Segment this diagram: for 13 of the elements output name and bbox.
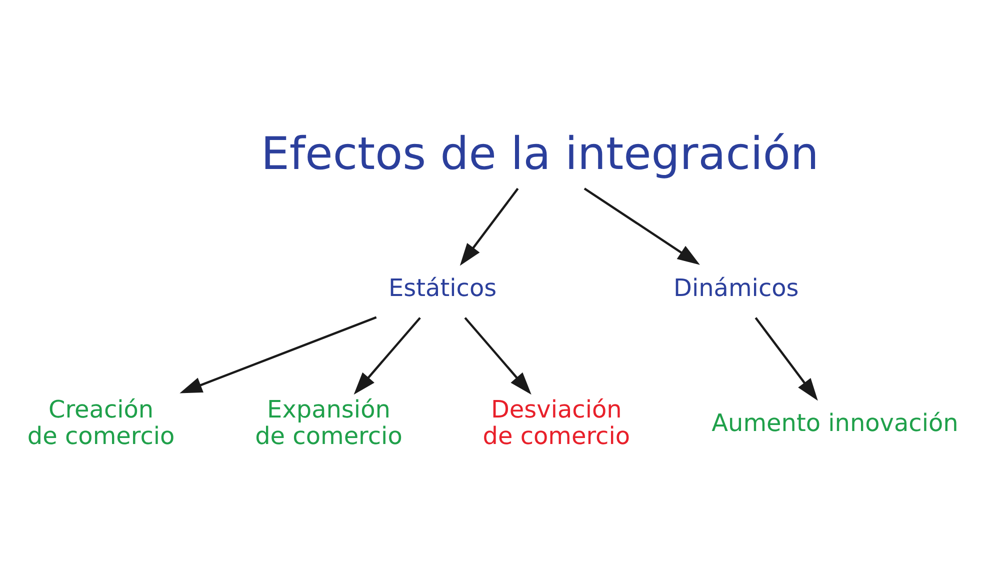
node-text: Aumento innovación <box>712 408 958 437</box>
arrow <box>464 317 532 395</box>
arrow <box>754 317 818 401</box>
arrow <box>460 188 519 266</box>
arrow <box>354 317 421 395</box>
arrow <box>180 316 377 394</box>
node-text: Expansión de comercio <box>255 395 402 450</box>
node-text: Creación de comercio <box>27 395 175 450</box>
node-text: Efectos de la integración <box>260 126 819 180</box>
node-text: Desviación de comercio <box>482 395 630 450</box>
arrow <box>584 188 700 265</box>
node-text: Dinámicos <box>674 274 799 302</box>
node-text: Estáticos <box>388 274 497 302</box>
